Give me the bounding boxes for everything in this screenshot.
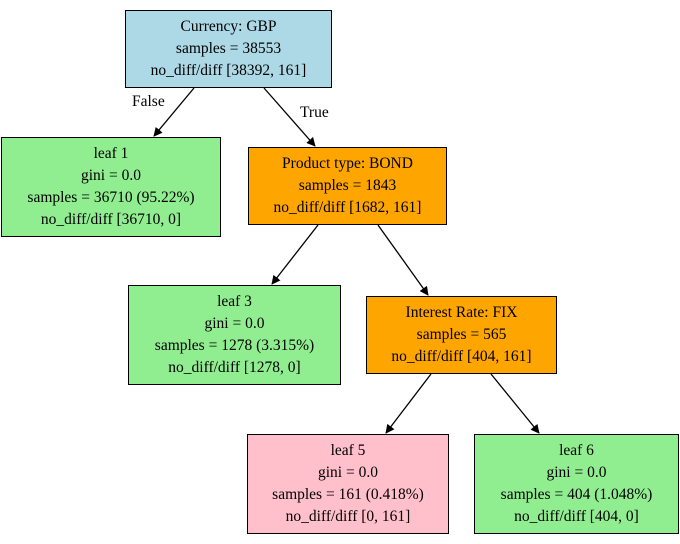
node-counts: no_diff/diff [1682, 161]: [273, 199, 422, 216]
node-title: leaf 6: [559, 442, 594, 459]
node-title: leaf 5: [330, 442, 366, 459]
node-samples: samples = 161 (0.418%): [272, 486, 424, 503]
node-currency-gbp: Currency: GBP samples = 38553 no_diff/di…: [125, 10, 332, 88]
edge-bond-fix: [377, 224, 429, 296]
edge-label-false: False: [132, 93, 165, 110]
node-counts: no_diff/diff [38392, 161]: [150, 62, 307, 79]
node-counts: no_diff/diff [36710, 0]: [40, 211, 182, 228]
node-title: leaf 1: [93, 145, 129, 162]
node-gini: gini = 0.0: [546, 464, 607, 481]
node-samples: samples = 404 (1.048%): [500, 486, 653, 503]
edge-root-bond: [263, 87, 316, 147]
node-samples: samples = 38553: [175, 40, 282, 57]
edge-root-leaf1: [153, 87, 195, 137]
node-leaf-6: leaf 6 gini = 0.0 samples = 404 (1.048%)…: [474, 434, 679, 534]
edge-label-true: True: [300, 104, 329, 121]
edge-bond-leaf3: [271, 224, 319, 285]
node-counts: no_diff/diff [1278, 0]: [168, 359, 301, 376]
edge-fix-leaf6: [490, 373, 540, 434]
node-gini: gini = 0.0: [318, 464, 378, 481]
node-title: Interest Rate: FIX: [405, 304, 518, 321]
node-title: Product type: BOND: [282, 155, 413, 172]
node-samples: samples = 36710 (95.22%): [27, 189, 195, 206]
node-samples: samples = 565: [416, 326, 507, 343]
node-counts: no_diff/diff [404, 161]: [391, 348, 532, 365]
node-title: leaf 3: [217, 293, 252, 310]
node-gini: gini = 0.0: [204, 315, 265, 332]
node-leaf-3: leaf 3 gini = 0.0 samples = 1278 (3.315%…: [128, 285, 341, 385]
node-counts: no_diff/diff [404, 0]: [514, 508, 639, 525]
node-title: Currency: GBP: [180, 18, 277, 35]
edge-fix-leaf5: [385, 373, 432, 434]
node-leaf-5: leaf 5 gini = 0.0 samples = 161 (0.418%)…: [247, 434, 449, 534]
node-samples: samples = 1843: [298, 177, 397, 194]
node-counts: no_diff/diff [0, 161]: [285, 508, 411, 525]
node-product-type-bond: Product type: BOND samples = 1843 no_dif…: [248, 147, 447, 225]
node-samples: samples = 1278 (3.315%): [154, 337, 315, 354]
node-interest-rate-fix: Interest Rate: FIX samples = 565 no_diff…: [366, 296, 557, 374]
node-leaf-1: leaf 1 gini = 0.0 samples = 36710 (95.22…: [1, 137, 221, 237]
node-gini: gini = 0.0: [81, 167, 141, 184]
